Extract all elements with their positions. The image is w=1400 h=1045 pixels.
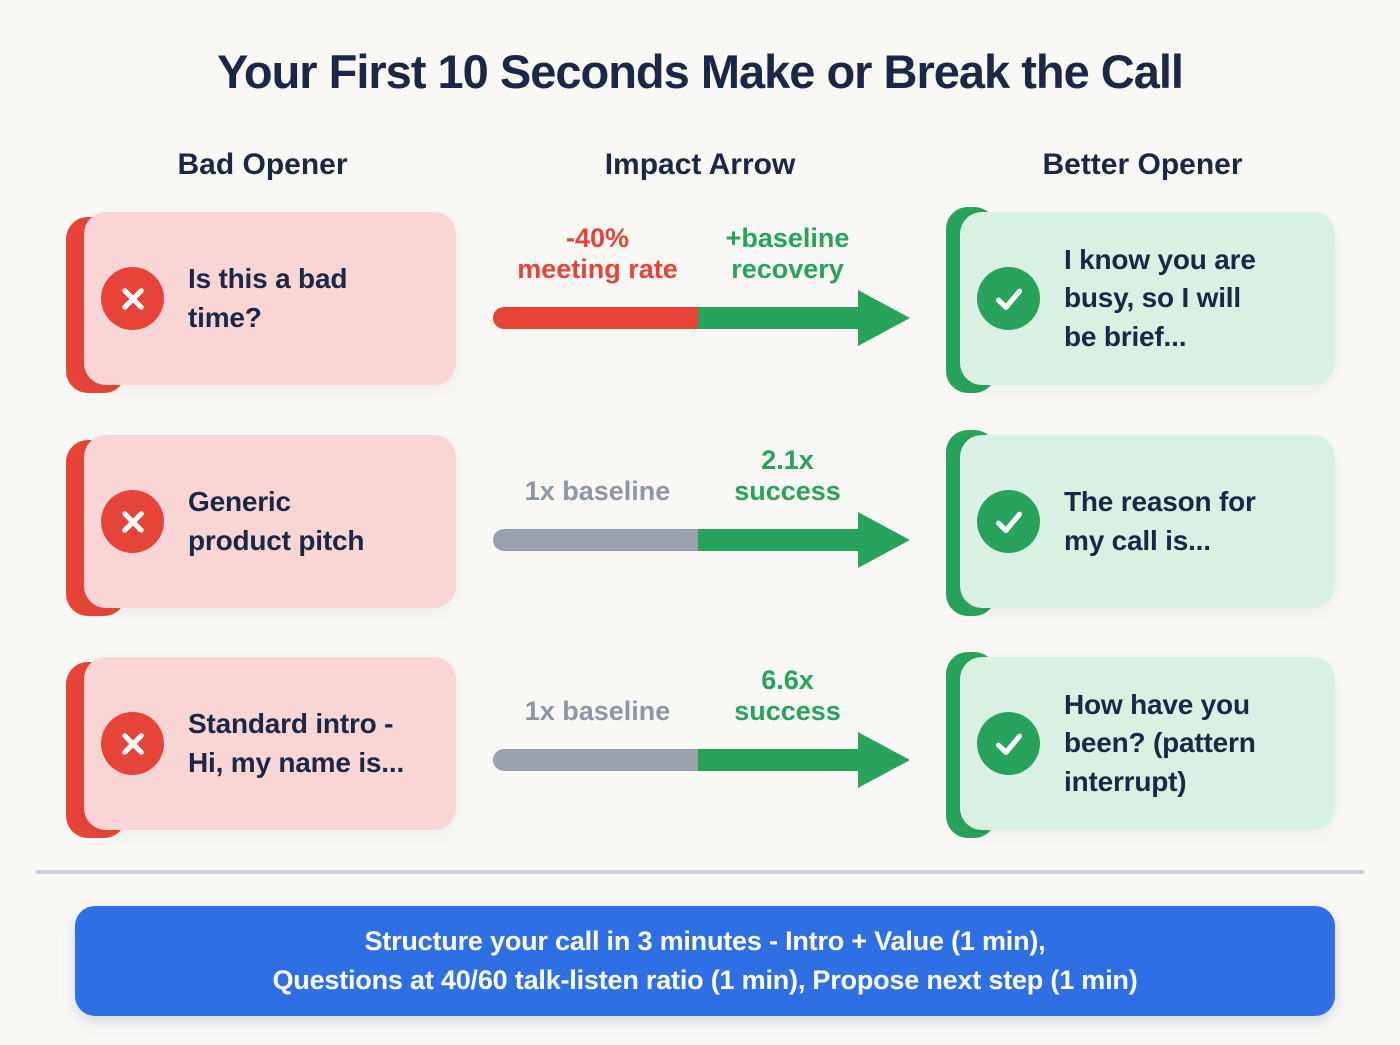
better-opener-card: The reason for my call is... [946, 430, 1335, 616]
impact-arrow: -40% meeting rate +baseline recovery [490, 215, 915, 360]
impact-bar [493, 512, 910, 568]
arrow-head-icon [858, 512, 910, 568]
cross-icon [101, 490, 164, 553]
impact-arrow: 1x baseline 6.6x success [490, 657, 915, 802]
better-opener-text: The reason for my call is... [1064, 486, 1256, 556]
bad-opener-card: Generic product pitch [66, 435, 456, 616]
check-icon [977, 267, 1040, 330]
better-opener-card: I know you are busy, so I will be brief.… [946, 207, 1335, 393]
impact-bar-left-segment [493, 307, 698, 329]
bad-opener-card: Is this a bad time? [66, 212, 456, 393]
column-header-better-opener: Better Opener [1042, 148, 1243, 181]
impact-bar-left-segment [493, 749, 698, 771]
bad-opener-text: Is this a bad time? [188, 263, 348, 333]
arrow-head-icon [858, 290, 910, 346]
impact-bar [493, 732, 910, 788]
impact-bar [493, 290, 910, 346]
impact-right-label: 2.1x success [734, 444, 841, 506]
column-header-impact-arrow: Impact Arrow [604, 148, 796, 181]
arrow-head-icon [858, 732, 910, 788]
impact-labels: -40% meeting rate +baseline recovery [490, 215, 915, 285]
bad-opener-text: Standard intro - Hi, my name is... [188, 708, 405, 778]
bad-opener-card: Standard intro - Hi, my name is... [66, 657, 456, 838]
impact-bar-right-segment [698, 307, 858, 329]
impact-bar-right-segment [698, 749, 858, 771]
check-icon [977, 490, 1040, 553]
column-header-bad-opener: Bad Opener [177, 148, 348, 181]
footer-text: Structure your call in 3 minutes - Intro… [272, 925, 1138, 995]
cross-icon [101, 267, 164, 330]
impact-left-label: 1x baseline [524, 695, 671, 726]
impact-right-label: 6.6x success [734, 664, 841, 726]
impact-labels: 1x baseline 2.1x success [490, 437, 915, 507]
impact-left-label: 1x baseline [524, 475, 671, 506]
impact-left-label: -40% meeting rate [517, 222, 678, 284]
impact-right-label: +baseline recovery [725, 222, 850, 284]
page-title: Your First 10 Seconds Make or Break the … [217, 45, 1184, 98]
cross-icon [101, 712, 164, 775]
bad-opener-text: Generic product pitch [188, 486, 365, 556]
better-opener-text: I know you are busy, so I will be brief.… [1064, 244, 1256, 352]
better-opener-text: How have you been? (pattern interrupt) [1064, 689, 1256, 797]
impact-arrow: 1x baseline 2.1x success [490, 437, 915, 582]
impact-labels: 1x baseline 6.6x success [490, 657, 915, 727]
better-opener-card: How have you been? (pattern interrupt) [946, 652, 1335, 838]
impact-bar-left-segment [493, 529, 698, 551]
divider [36, 870, 1364, 874]
footer-banner: Structure your call in 3 minutes - Intro… [75, 906, 1335, 1016]
impact-bar-right-segment [698, 529, 858, 551]
check-icon [977, 712, 1040, 775]
